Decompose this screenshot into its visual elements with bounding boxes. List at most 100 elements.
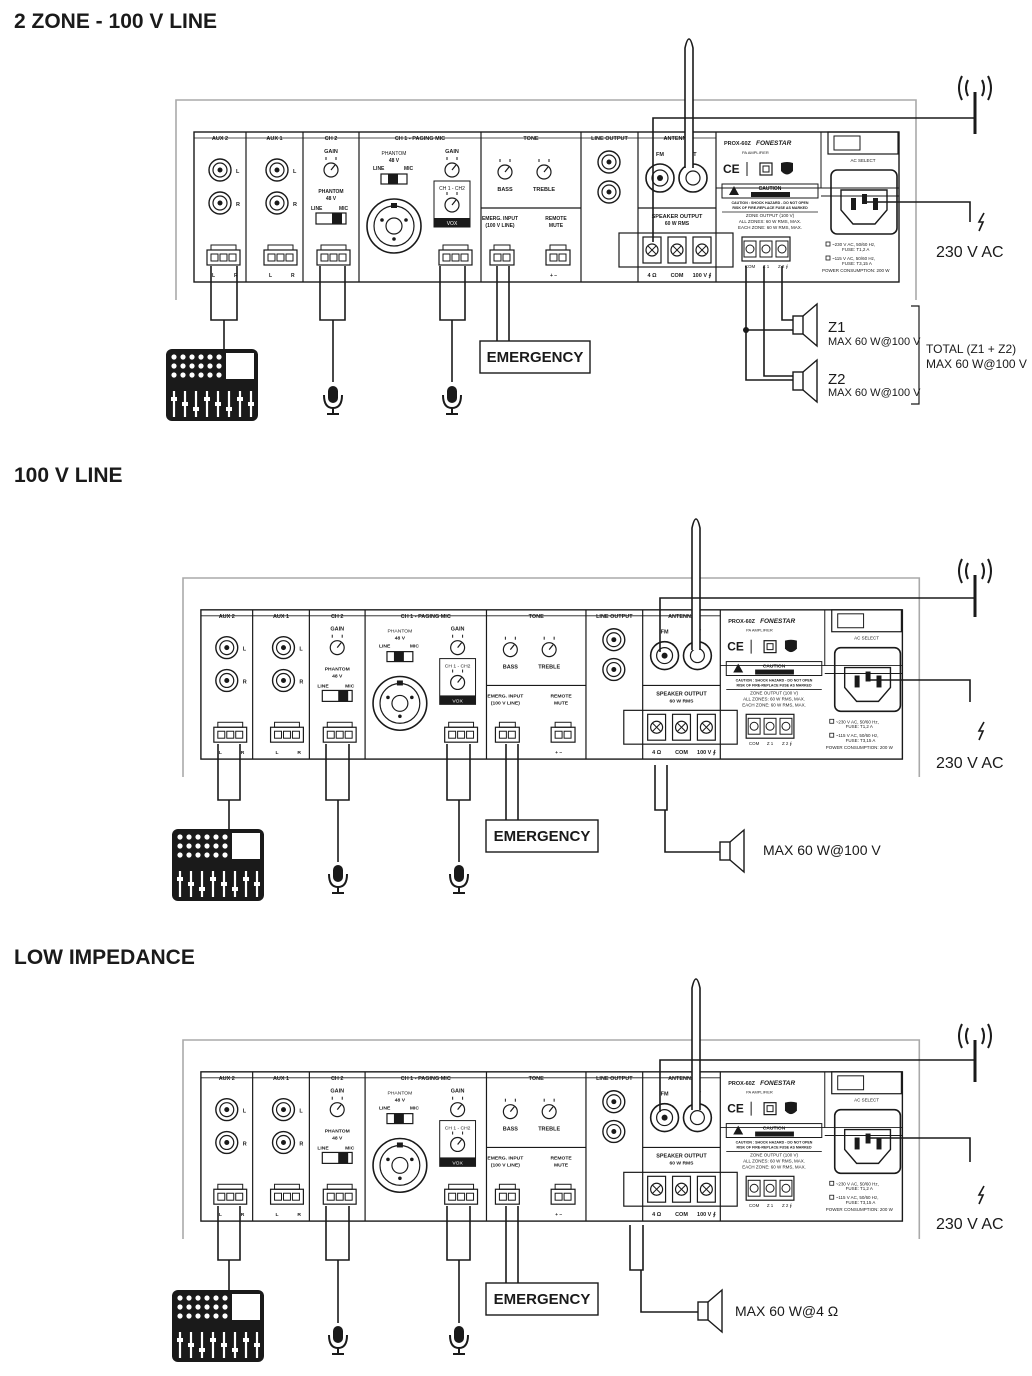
antenna-label: ANTENNA (668, 1076, 695, 1082)
mixer-knob (186, 1313, 192, 1319)
mixer-knob (195, 1295, 201, 1301)
speaker-terminal-100v (696, 1175, 716, 1203)
amplifier-chassis (182, 1039, 921, 1240)
emerg-input-100v-label: (100 V LINE) (491, 1162, 520, 1168)
terminal-screw (457, 730, 466, 739)
power-consumption-label: POWER CONSUMPTION: 200 W (826, 745, 894, 750)
mixer-icon (172, 829, 264, 901)
socket-pin (876, 675, 882, 688)
rca-jack-pin (611, 1129, 617, 1135)
knob-pointer (457, 642, 463, 649)
terminal-block-top (498, 1183, 516, 1190)
speaker-magnet (792, 371, 804, 391)
speaker-cone (802, 358, 818, 404)
double-insulation-inner (762, 165, 770, 173)
mute-label: MUTE (554, 700, 569, 706)
radio-wave (958, 558, 963, 584)
terminal-screw (217, 730, 226, 739)
fm-label: FM (656, 152, 664, 158)
terminal-screw (219, 253, 228, 262)
terminal-screw (498, 1192, 507, 1201)
rca-jack-pin (224, 1139, 230, 1145)
aux1-l-label: L (299, 647, 303, 653)
speaker-terminal-4ohm (647, 713, 667, 741)
ch2-mic-label: MIC (345, 1145, 355, 1151)
mixer-knob (189, 372, 195, 378)
ch1-terminal-block (444, 1188, 479, 1205)
z1-label: Z1 (828, 319, 846, 336)
aux2-l-label: L (243, 1109, 247, 1115)
ch2-line-label: LINE (311, 206, 323, 212)
caution-icon (733, 1125, 744, 1135)
aux2-label: AUX 2 (219, 614, 235, 620)
ch1-xlr-combo-jack (366, 198, 422, 254)
terminal-screw (276, 253, 285, 262)
rca-jack-ring (219, 640, 235, 656)
mixer-knob (204, 1304, 210, 1310)
ch2-label: CH 2 (331, 1076, 343, 1082)
rca-jack-pin (611, 1099, 617, 1105)
mixer-knob (180, 372, 186, 378)
terminal-block-top (210, 244, 237, 251)
mixer-knob (207, 363, 213, 369)
terminal-screw (226, 730, 235, 739)
mixer-knob (216, 363, 222, 369)
bluetooth-icon (781, 162, 793, 175)
terminal-screw-slot (697, 245, 707, 255)
mixer-knob (186, 852, 192, 858)
power-bolt-icon (977, 212, 985, 232)
terminal-screw (228, 253, 237, 262)
emergency-label-1-text: EMERGENCY (487, 349, 584, 366)
ch1-phantom-label: PHANTOM (382, 151, 407, 157)
mic-capsule (333, 1326, 343, 1343)
terminal-screw (274, 1192, 283, 1201)
power-bolt-icon (977, 1185, 985, 1205)
fm-label: FM (661, 630, 669, 636)
ac-select-switch (831, 609, 902, 633)
xlr-latch (396, 1142, 403, 1148)
ch1-line-label: LINE (379, 1106, 391, 1112)
mixer-fader (210, 1338, 216, 1342)
rca-jack-ring (212, 162, 228, 178)
total-label: TOTAL (Z1 + Z2) (926, 342, 1016, 356)
z2-speaker-icon (792, 358, 818, 404)
aux1-l-label: L (293, 169, 297, 175)
terminal-screw (344, 1192, 353, 1201)
fm-label: FM (661, 1092, 669, 1098)
xlr-pin (392, 237, 396, 241)
speaker-output-60w-label: 60 W RMS (669, 698, 694, 704)
rca-jack-pin (224, 645, 230, 651)
mixer-fader (237, 397, 243, 401)
mixer-knob (195, 834, 201, 840)
mic-capsule (447, 386, 457, 403)
mixer-knob (195, 1313, 201, 1319)
power-consumption-label: POWER CONSUMPTION: 200 W (826, 1207, 894, 1212)
terminal-screw (274, 730, 283, 739)
speaker-terminal-4ohm (642, 236, 662, 264)
mixer-knob (216, 354, 222, 360)
terminal-block-top (493, 244, 511, 251)
amplifier-rear-panel (193, 131, 900, 283)
zone-terminal (759, 240, 773, 258)
ch1-switch-slider (388, 174, 398, 184)
emerg-input-100v-label: (100 V LINE) (485, 223, 515, 229)
mixer-knob (213, 1295, 219, 1301)
ac-230v-label: ~230 V AC, 50/60 Hz, (836, 1181, 879, 1186)
zone-terminal-strip (745, 1175, 795, 1201)
fm-antenna-cable-2 (659, 597, 975, 652)
zone-z1-label: Z 1 (767, 741, 774, 746)
terminal-screw (235, 730, 244, 739)
mixer-knob (204, 834, 210, 840)
terminal-screw (448, 1192, 457, 1201)
zone-terminal-screw (765, 1183, 775, 1193)
remote-mute-polarity: + − (550, 273, 557, 279)
vox-label: VOX (452, 698, 463, 704)
terminal-screw (466, 730, 475, 739)
aux1-term-l: L (276, 750, 279, 756)
terminal-screw-head (650, 1182, 664, 1196)
ch1-48v-label: 48 V (389, 158, 400, 164)
caution-note-1: CAUTION : SHOCK HAZARD - DO NOT OPEN (731, 201, 808, 205)
mixer-knob (222, 834, 228, 840)
xlr-latch (391, 203, 397, 208)
